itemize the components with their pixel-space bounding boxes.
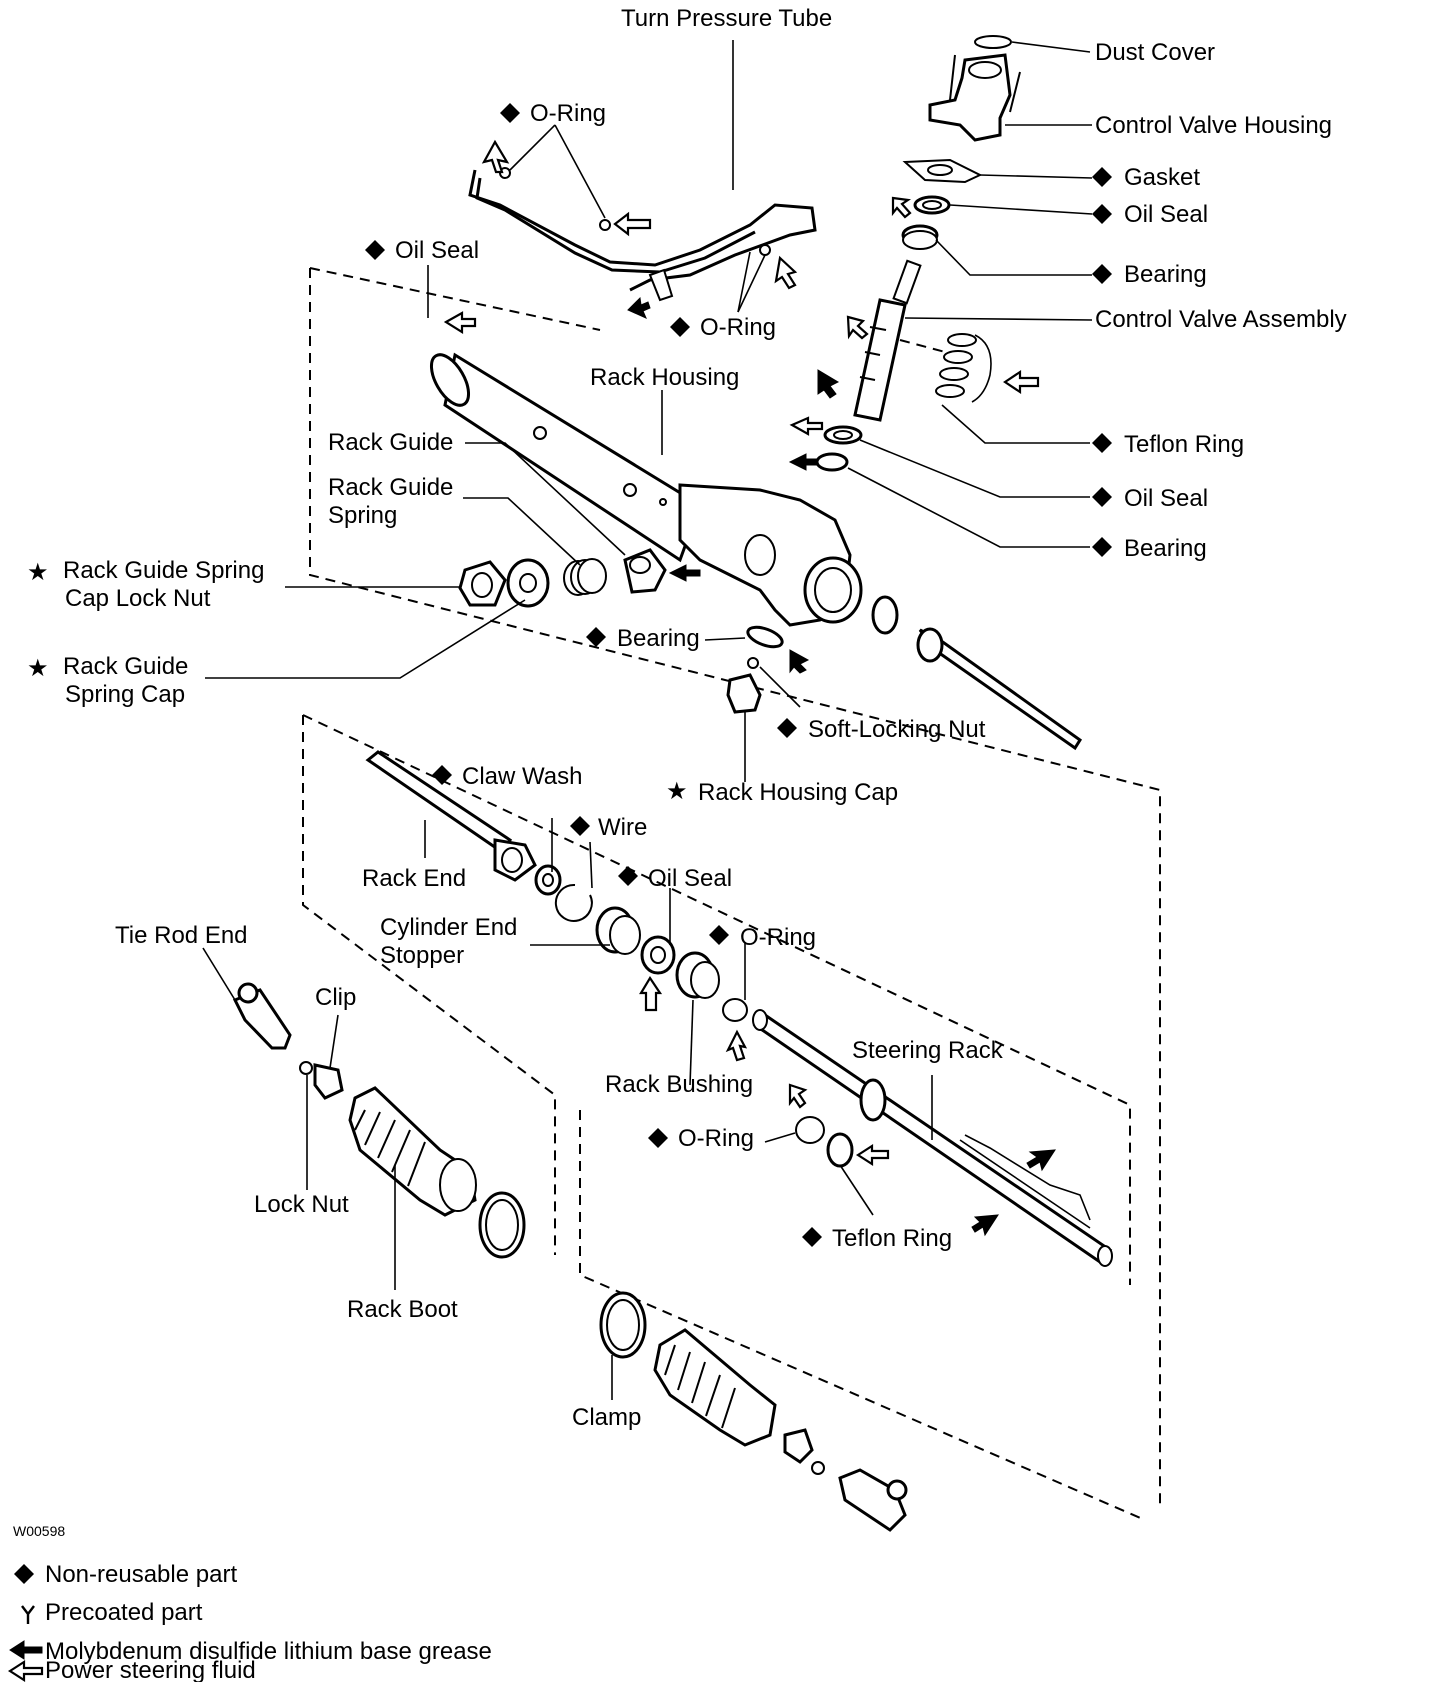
label-oil-seal-left: Oil Seal [395, 237, 479, 264]
label-teflon-ring-lower: Teflon Ring [832, 1225, 952, 1252]
label-turn-pressure-tube: Turn Pressure Tube [621, 5, 832, 32]
control-valve-housing-part [928, 35, 1021, 142]
label-bearing-lower: Bearing [617, 625, 700, 652]
label-claw-wash: Claw Wash [462, 763, 582, 790]
lower-rack-boot-part [653, 1328, 777, 1447]
rack-boot-part [348, 1086, 477, 1217]
valve-oil-seal-part [913, 195, 951, 215]
label-o-ring-rack: O-Ring [740, 924, 816, 951]
label-lock-nut: Lock Nut [254, 1191, 349, 1218]
fluid-arrow-markers [443, 139, 1040, 1167]
part-labels: Turn Pressure Tube Dust Cover Control Va… [63, 5, 1347, 1431]
label-o-ring-top: O-Ring [530, 100, 606, 127]
label-spring-cap-1: Rack Guide [63, 653, 188, 680]
housing-oil-seal-part [823, 425, 863, 445]
label-rack-guide-spring-1: Rack Guide [328, 474, 453, 501]
legend: Non-reusable part Precoated part Molybde… [7, 1561, 492, 1682]
label-rack-guide: Rack Guide [328, 429, 453, 456]
cap-lock-nut-part [458, 560, 507, 607]
label-dust-cover: Dust Cover [1095, 39, 1215, 66]
leader-lines [202, 40, 1093, 1400]
rack-housing-part [429, 352, 863, 627]
claw-washer-part [534, 864, 562, 896]
rack-guide-spring-part [563, 558, 607, 596]
svg-text:★: ★ [666, 778, 688, 805]
rack-oil-seal-part [640, 935, 676, 975]
label-bearing-valve: Bearing [1124, 261, 1207, 288]
gasket-part [902, 158, 983, 184]
valve-bearing-part [901, 224, 939, 250]
turn-pressure-tube-part [468, 167, 817, 302]
label-clamp: Clamp [572, 1404, 641, 1431]
control-valve-assembly-part [853, 259, 922, 422]
rack-end-part [365, 750, 537, 882]
tie-rod-end-part [232, 982, 292, 1050]
legend-molybdenum: Molybdenum disulfide lithium base grease [45, 1638, 492, 1665]
lower-bearing-part [746, 625, 784, 649]
label-control-valve-assembly: Control Valve Assembly [1095, 306, 1347, 333]
label-soft-locking-nut: Soft-Locking Nut [808, 716, 986, 743]
label-bearing-housing: Bearing [1124, 535, 1207, 562]
svg-text:★: ★ [27, 655, 49, 682]
label-cylinder-end-stopper-2: Stopper [380, 942, 464, 969]
label-lock-nut-cap-1: Rack Guide Spring [63, 557, 264, 584]
label-cylinder-end-stopper-1: Cylinder End [380, 914, 517, 941]
left-clamp-part [478, 1191, 526, 1259]
label-lock-nut-cap-2: Cap Lock Nut [65, 585, 211, 612]
label-wire: Wire [598, 814, 647, 841]
legend-precoated: Precoated part [45, 1599, 203, 1626]
spring-cap-part [506, 558, 550, 608]
housing-bearing-part [815, 452, 849, 472]
right-tie-rod-part [871, 595, 1083, 751]
lower-clip-part [783, 1428, 825, 1475]
lower-clamp-part [599, 1291, 647, 1359]
rack-guide-part [623, 548, 667, 594]
label-rack-boot: Rack Boot [347, 1296, 458, 1323]
lower-tie-rod-end-part [838, 1468, 908, 1532]
label-rack-housing: Rack Housing [590, 364, 739, 391]
label-o-ring-tube: O-Ring [700, 314, 776, 341]
label-oil-seal-housing: Oil Seal [1124, 485, 1208, 512]
lower-o-ring-part [795, 1116, 825, 1144]
figure-id: W00598 [13, 1523, 65, 1539]
rack-housing-cap-part [726, 673, 762, 714]
label-spring-cap-2: Spring Cap [65, 681, 185, 708]
star-markers: ★ ★ ★ [27, 559, 688, 805]
wire-part [554, 883, 593, 922]
molybdenum-grease-icon [9, 1640, 43, 1660]
label-o-ring-lower: O-Ring [678, 1125, 754, 1152]
cylinder-end-stopper-part [595, 906, 641, 955]
label-rack-bushing: Rack Bushing [605, 1071, 753, 1098]
label-gasket: Gasket [1124, 164, 1200, 191]
rack-bushing-part [675, 951, 720, 999]
label-oil-seal-rack: Oil Seal [648, 865, 732, 892]
rack-o-ring-part [722, 998, 748, 1022]
legend-non-reusable: Non-reusable part [45, 1561, 237, 1588]
label-teflon-ring-valve: Teflon Ring [1124, 431, 1244, 458]
power-steering-fluid-icon [7, 1659, 44, 1682]
label-rack-guide-spring-2: Spring [328, 502, 397, 529]
non-reusable-legend-icon [14, 1564, 34, 1584]
non-reusable-markers [365, 103, 1112, 1247]
label-tie-rod-end: Tie Rod End [115, 922, 248, 949]
label-rack-housing-cap: Rack Housing Cap [698, 779, 898, 806]
label-rack-end: Rack End [362, 865, 466, 892]
assembly-outlines [302, 267, 1161, 1521]
legend-power-steering: Power steering fluid [45, 1657, 256, 1682]
soft-locking-nut-part [747, 657, 759, 669]
label-control-valve-housing: Control Valve Housing [1095, 112, 1332, 139]
lower-teflon-ring-part [826, 1132, 854, 1168]
clip-part [313, 1063, 344, 1100]
grease-arrow-markers [627, 296, 1056, 1237]
label-oil-seal-valve: Oil Seal [1124, 201, 1208, 228]
lock-nut-part [299, 1061, 313, 1075]
teflon-rings-part [899, 333, 992, 403]
precoated-legend-icon [21, 1605, 35, 1624]
svg-text:★: ★ [27, 559, 49, 586]
label-steering-rack: Steering Rack [852, 1037, 1004, 1064]
label-clip: Clip [315, 984, 356, 1011]
